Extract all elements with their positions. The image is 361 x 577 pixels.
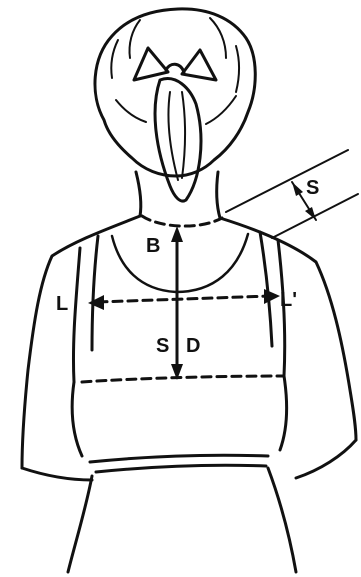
label-left-point: L — [56, 293, 68, 315]
body-outline — [22, 216, 356, 572]
hair-bow — [134, 48, 216, 80]
center-back-arrow-head-top — [171, 226, 183, 242]
ponytail — [155, 79, 201, 201]
shoulder-arrow-head-top — [292, 182, 303, 196]
shoulder-measurement — [226, 150, 358, 238]
back-neck-dashed-line — [142, 216, 222, 226]
label-right-point: L' — [280, 289, 297, 311]
label-back-neck-point: B — [146, 235, 160, 257]
lower-back-dashed-line — [82, 376, 284, 382]
head-hair — [95, 9, 255, 176]
label-shoulder: S — [306, 177, 319, 199]
center-back-measurement — [171, 226, 183, 380]
label-back-depth-s: S — [156, 335, 169, 357]
across-back-arrow-head-right — [264, 289, 280, 304]
garment-armholes — [73, 232, 284, 382]
across-back-arrow-head-left — [88, 295, 104, 310]
label-back-depth-d: D — [186, 335, 200, 357]
